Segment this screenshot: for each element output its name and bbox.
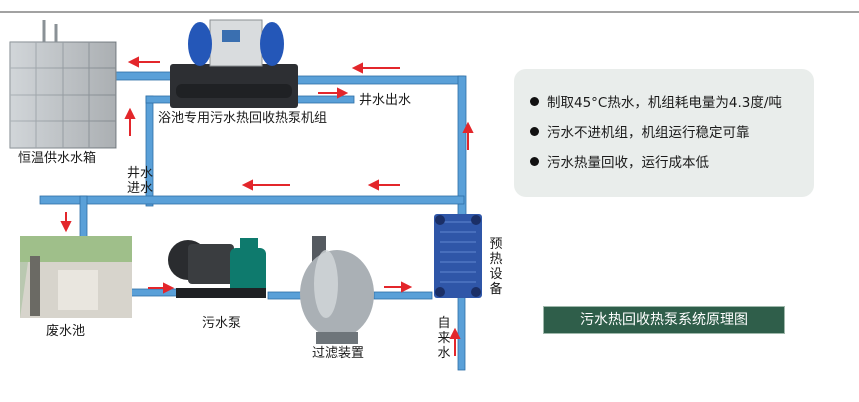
plate-heat-exchanger xyxy=(434,214,482,298)
bullet-icon xyxy=(530,157,539,166)
heat-pump-unit xyxy=(170,19,298,108)
feature-text: 制取45°C热水，机组耗电量为4.3度/吨 xyxy=(547,95,782,111)
filter-vessel xyxy=(300,236,374,344)
pool-label: 废水池 xyxy=(46,324,86,339)
diagram-caption: 污水热回收热泵系统原理图 xyxy=(543,306,785,334)
arrow-up-right xyxy=(462,121,474,150)
well-water-out-label: 井水出水 xyxy=(359,93,412,108)
arrow-right-filter xyxy=(384,281,413,293)
feature-item: 制取45°C热水，机组耗电量为4.3度/吨 xyxy=(530,95,782,111)
arrow-up-tap xyxy=(449,327,461,356)
arrow-down-pool xyxy=(60,212,72,233)
waste-pool xyxy=(20,236,132,318)
sewage-pump xyxy=(168,238,266,298)
feature-item: 污水不进机组，机组运行稳定可靠 xyxy=(530,125,750,141)
well-water-in-label: 井水进水 xyxy=(127,166,154,196)
pipes xyxy=(39,71,467,371)
bullet-icon xyxy=(530,97,539,106)
arrow-left-top-2 xyxy=(351,62,400,74)
features-panel: 制取45°C热水，机组耗电量为4.3度/吨 污水不进机组，机组运行稳定可靠 污水… xyxy=(514,69,814,197)
feature-text: 污水不进机组，机组运行稳定可靠 xyxy=(547,125,750,141)
pipe-pool-pump xyxy=(130,288,180,297)
arrow-left-top-1 xyxy=(127,56,160,68)
pipe-tap-water xyxy=(457,285,466,371)
filter-label: 过滤装置 xyxy=(312,346,365,361)
bullet-icon xyxy=(530,127,539,136)
arrow-left-mid-1 xyxy=(241,179,290,191)
tap-water-label: 自来水 xyxy=(437,316,451,361)
flow-arrows xyxy=(60,56,474,356)
water-tank xyxy=(9,20,117,149)
feature-text: 污水热量回收，运行成本低 xyxy=(547,155,709,171)
exchanger-label: 预热设备 xyxy=(489,237,503,297)
pipe-well-out xyxy=(295,95,355,104)
arrow-right-out xyxy=(318,87,349,99)
feature-item: 污水热量回收，运行成本低 xyxy=(530,155,709,171)
pipe-left-down xyxy=(79,195,88,241)
pipe-heatpump-top xyxy=(295,75,465,85)
arrow-left-mid-2 xyxy=(367,179,400,191)
arrow-right-pump xyxy=(148,282,175,294)
pump-label: 污水泵 xyxy=(202,316,242,331)
heat-pump-label: 浴池专用污水热回收热泵机组 xyxy=(158,111,328,126)
pipe-return-long xyxy=(39,195,465,205)
pipe-filter-exchanger xyxy=(373,291,433,300)
pipe-pump-filter xyxy=(267,291,305,300)
arrow-up-well-in xyxy=(124,107,136,136)
tank-label: 恒温供水水箱 xyxy=(18,151,97,166)
